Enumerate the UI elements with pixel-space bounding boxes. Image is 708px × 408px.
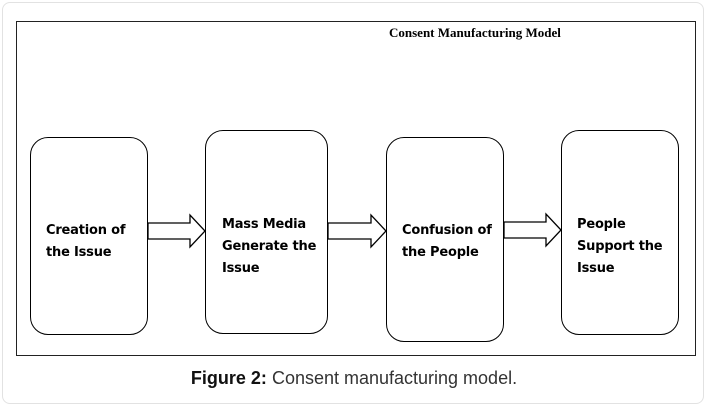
diagram-title: Consent Manufacturing Model [389, 25, 561, 40]
figure-caption: Figure 2: Consent manufacturing model. [0, 368, 708, 389]
node-people-support-label: People Support the Issue [577, 217, 663, 276]
arrow-confusion-to-people-support [503, 212, 562, 248]
caption-text: Consent manufacturing model. [266, 368, 518, 388]
node-confusion-label: Confusion of the People [402, 223, 492, 260]
arrow-mass-media-to-confusion [327, 213, 387, 249]
node-people-support-box [561, 130, 679, 335]
node-mass-media-label: Mass Media Generate the Issue [222, 217, 317, 276]
caption-prefix: Figure 2: [190, 368, 267, 388]
node-creation-label: Creation of the Issue [46, 223, 126, 260]
node-confusion-box [386, 137, 504, 342]
arrow-creation-to-mass-media [147, 213, 206, 249]
node-mass-media-box [205, 130, 328, 334]
